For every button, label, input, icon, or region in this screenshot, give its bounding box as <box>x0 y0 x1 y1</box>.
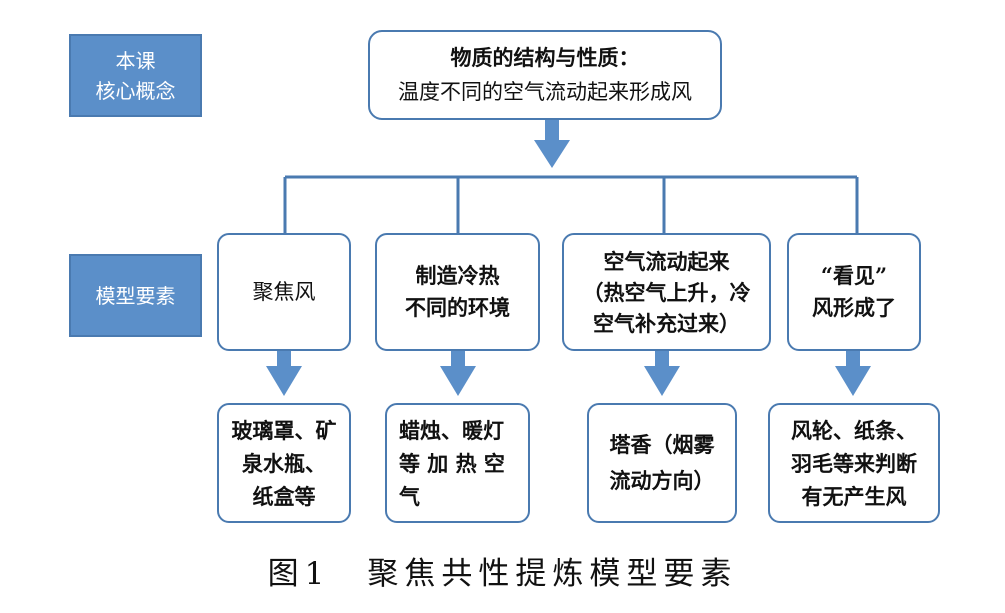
model-elements-text: 模型要素 <box>95 283 176 308</box>
example-box-1-line-1: 玻璃罩、矿 <box>231 417 337 443</box>
example-box-3-line-2: 流动方向） <box>609 468 715 493</box>
model-elements-label: 模型要素 <box>69 254 202 337</box>
model-box-1: 聚焦风 <box>217 233 351 351</box>
main-arrow-head <box>534 140 570 168</box>
example-box-1-line-2: 泉水瓶、 <box>242 450 326 476</box>
core-concept-statement: 温度不同的空气流动起来形成风 <box>398 80 692 104</box>
down-arrow-1 <box>266 350 302 396</box>
core-concept-title: 物质的结构与性质： <box>450 45 640 70</box>
model-box-2: 制造冷热 不同的环境 <box>375 233 540 351</box>
example-box-4-line-3: 有无产生风 <box>801 483 907 509</box>
example-box-4: 风轮、纸条、 羽毛等来判断 有无产生风 <box>768 403 940 523</box>
figure-caption: 图1 聚焦共性提炼模型要素 <box>267 556 738 592</box>
model-box-3-line-1: 空气流动起来 <box>603 248 730 274</box>
down-arrow-3 <box>644 350 680 396</box>
model-box-4: “看见” 风形成了 <box>787 233 921 351</box>
main-arrow-shaft <box>545 120 559 142</box>
example-box-2-line-2: 等 加 热 空 <box>399 450 505 476</box>
example-box-4-line-1: 风轮、纸条、 <box>791 417 917 443</box>
example-box-2-line-1: 蜡烛、暖灯 <box>399 417 504 443</box>
down-arrow-2 <box>440 350 476 396</box>
example-box-4-line-2: 羽毛等来判断 <box>791 450 917 476</box>
example-box-1: 玻璃罩、矿 泉水瓶、 纸盒等 <box>217 403 351 523</box>
example-box-3-line-1: 塔香（烟雾 <box>609 432 715 457</box>
model-box-3: 空气流动起来 （热空气上升，冷 空气补充过来） <box>562 233 771 351</box>
model-box-2-line-2: 不同的环境 <box>405 295 510 320</box>
core-concept-line-2: 核心概念 <box>95 78 176 103</box>
example-box-2-line-3: 气 <box>399 483 420 509</box>
model-box-3-line-2: （热空气上升，冷 <box>582 279 751 305</box>
core-concept-label: 本课 核心概念 <box>69 34 202 117</box>
model-box-3-line-3: 空气补充过来） <box>593 310 740 336</box>
core-concept-box: 物质的结构与性质： 温度不同的空气流动起来形成风 <box>368 30 722 120</box>
core-concept-line-1: 本课 <box>115 48 156 73</box>
down-arrow-4 <box>835 350 871 396</box>
example-box-3: 塔香（烟雾 流动方向） <box>587 403 737 523</box>
example-box-1-line-3: 纸盒等 <box>252 483 316 509</box>
model-box-1-line-1: 聚焦风 <box>252 280 316 304</box>
model-box-4-line-1: “看见” <box>820 263 888 288</box>
model-box-4-line-2: 风形成了 <box>812 295 896 320</box>
example-box-2: 蜡烛、暖灯 等 加 热 空 气 <box>385 403 530 523</box>
model-box-2-line-1: 制造冷热 <box>415 263 500 288</box>
